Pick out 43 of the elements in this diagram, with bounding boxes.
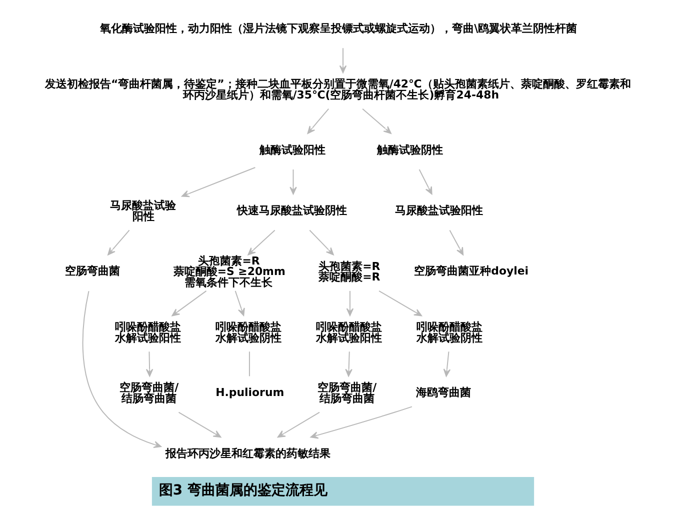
connector: [248, 351, 250, 377]
arrow: [178, 412, 222, 438]
arrow: [307, 108, 330, 134]
node-text: 吲哚酚醋酸盐水解试验阳性: [115, 320, 182, 344]
arrow: [146, 351, 154, 377]
arrow: [248, 230, 276, 256]
node-text: 头孢菌素=R 萘啶酮酸=S ≥20mm 需氧条件下不生长: [173, 254, 286, 290]
arrow: [181, 167, 256, 198]
node-text: 空肠弯曲菌亚种doylei: [414, 264, 529, 278]
arrow: [339, 48, 347, 74]
arrow: [362, 108, 392, 134]
node-text: 触酶试验阳性: [259, 143, 326, 156]
arrow: [346, 290, 354, 316]
arrow: [290, 169, 297, 195]
node-text: 氧化酶试验阳性，动力阳性（湿片法镜下观察呈投镖式或螺旋式运动），弯曲\鸥翼状革兰阴性杆菌: [100, 22, 578, 35]
arrow: [378, 290, 422, 316]
arrow: [234, 290, 245, 316]
node-text: 马尿酸盐试验阳性: [395, 204, 484, 218]
node-text: 触酶试验阴性: [376, 143, 443, 156]
arrow: [345, 351, 352, 377]
arrow: [172, 290, 207, 316]
node-text: 发送初检报告“弯曲杆菌属，待鉴定”；接种二块血平板分别置于微需氧/42℃（贴头孢菌素纸片、萘啶酮酸、罗红霉素和环丙沙星纸片）和需氧/35℃(空肠弯曲杆菌不生长)孵育24-48h: [44, 78, 631, 102]
arrow: [108, 230, 130, 256]
arrow: [449, 230, 464, 256]
arrow: [310, 406, 412, 439]
node-text: 吲哚酚醋酸盐水解试验阴性: [216, 320, 282, 344]
arrow: [309, 230, 334, 256]
node-text: 海鸥弯曲菌: [416, 386, 472, 400]
node-text: 空肠弯曲菌/结肠弯曲菌: [120, 381, 179, 406]
node-text: 马尿酸盐试验阳性: [110, 199, 176, 223]
node-text: 吲哚酚醋酸盐水解试验阳性: [316, 320, 382, 344]
arrow: [82, 290, 162, 448]
arrow: [277, 412, 320, 438]
node-text: 空肠弯曲菌: [64, 264, 120, 278]
caption: 图3 弯曲菌属的鉴定流程见: [158, 482, 328, 499]
node-text: H.puliorum: [216, 386, 284, 400]
arrow: [443, 351, 451, 377]
arrow: [418, 169, 432, 195]
node-text: 快速马尿酸盐试验阴性: [237, 204, 348, 218]
node-text: 报告环丙沙星和红霉素的药敏结果: [165, 446, 330, 460]
node-text: 吲哚酚醋酸盐水解试验阴性: [416, 320, 483, 344]
node-text: 头孢菌素=R 萘啶酮酸=R: [318, 260, 380, 284]
node-text: 空肠弯曲菌/结肠弯曲菌: [318, 381, 377, 406]
